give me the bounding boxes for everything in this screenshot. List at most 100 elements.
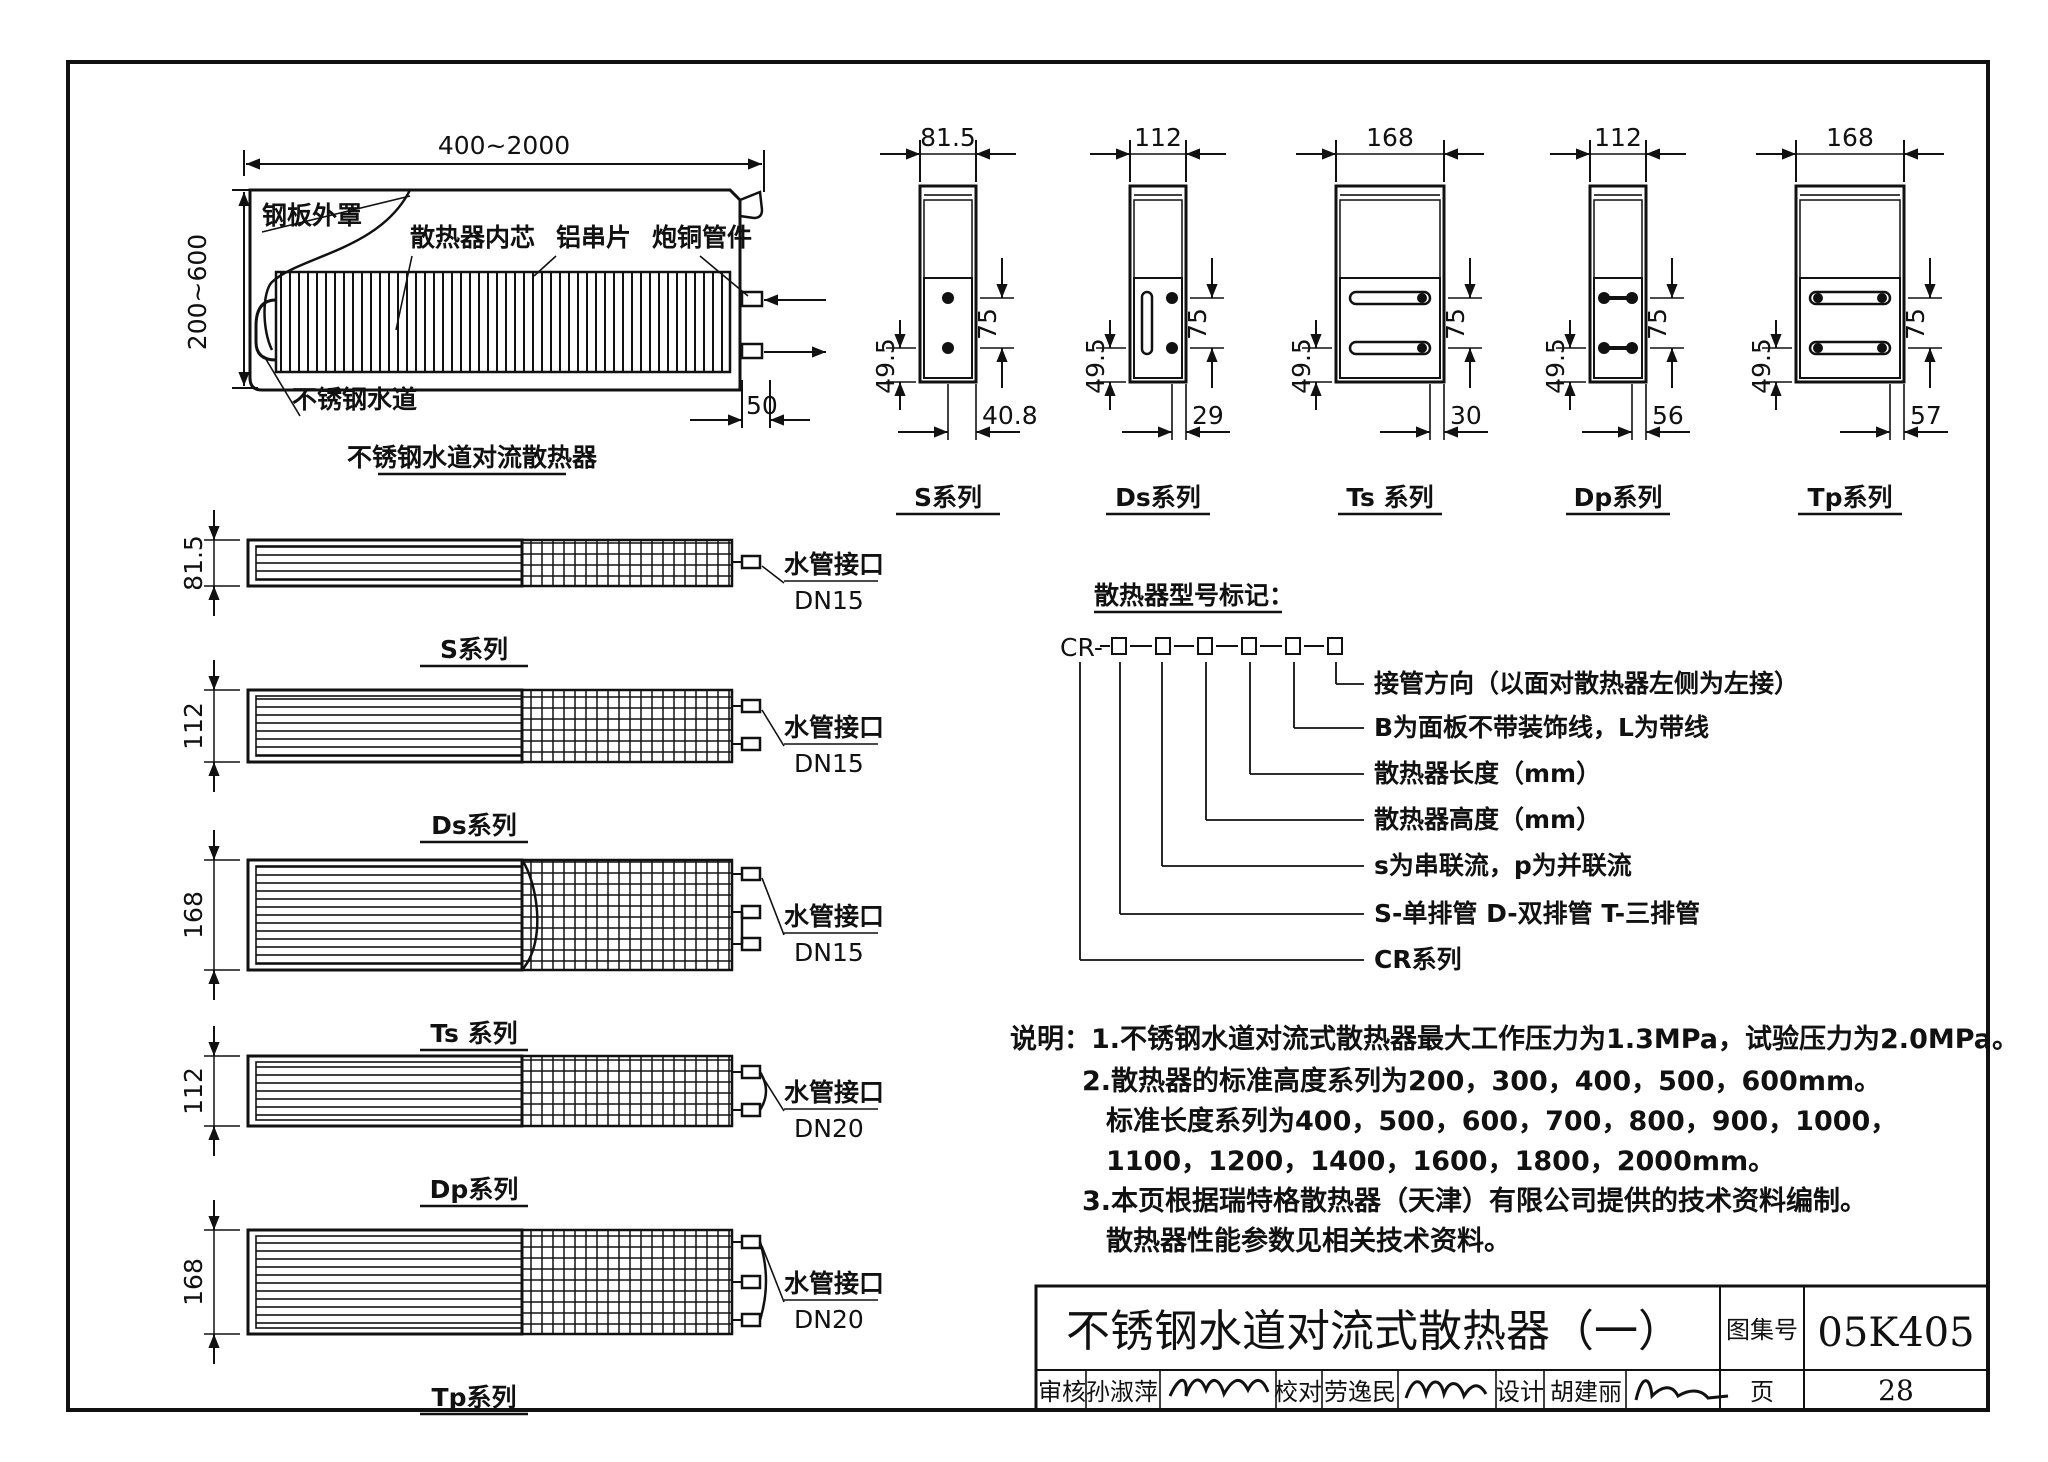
height-dimension: 200~600 <box>183 234 212 350</box>
notes-block: 说明：1.不锈钢水道对流式散热器最大工作压力为1.3MPa，试验压力为2.0MP… <box>1010 1023 2019 1257</box>
model-code-prefix: CR- <box>1060 633 1103 662</box>
page-number: 28 <box>1878 1374 1914 1407</box>
note-line-6: 散热器性能参数见相关技术资料。 <box>1106 1225 1511 1257</box>
section-left-dimension: 49.5 <box>1081 338 1110 394</box>
atlas-number: 05K405 <box>1817 1310 1974 1356</box>
section-left-dimension: 49.5 <box>1747 338 1776 394</box>
check-label: 校对 <box>1274 1378 1322 1406</box>
label-core: 散热器内芯 <box>410 223 535 252</box>
label-fins: 铝串片 <box>556 223 631 252</box>
code-box-5 <box>1285 637 1301 655</box>
section-right-dimension: 75 <box>1643 308 1672 340</box>
section-top-dimension: 112 <box>1594 123 1642 152</box>
code-box-4 <box>1241 637 1257 655</box>
width-dimension: 400~2000 <box>438 131 570 160</box>
plan-dimension: 168 <box>179 1258 208 1306</box>
sheet-border <box>66 60 1990 1412</box>
section-caption: Dp系列 <box>1574 483 1663 512</box>
note-line-1: 说明：1.不锈钢水道对流式散热器最大工作压力为1.3MPa，试验压力为2.0MP… <box>1010 1023 2019 1055</box>
section-top-dimension: 112 <box>1134 123 1182 152</box>
designer-signature <box>1634 1379 1729 1401</box>
drawing-title: 不锈钢水道对流式散热器（一） <box>1066 1306 1682 1357</box>
plan-port-size: DN15 <box>794 938 864 967</box>
section-bottom-dimension: 30 <box>1450 401 1482 430</box>
section-caption: Ts 系列 <box>1346 483 1433 512</box>
code-box-2 <box>1155 637 1171 655</box>
section-bottom-dimension: 40.8 <box>982 401 1038 430</box>
section-left-dimension: 49.5 <box>871 338 900 394</box>
legend-item-2: B为面板不带装饰线，L为带线 <box>1374 713 1709 742</box>
section-top-dimension: 81.5 <box>920 123 976 152</box>
plan-dimension: 112 <box>179 1067 208 1115</box>
section-right-dimension: 75 <box>1901 308 1930 340</box>
note-line-4: 1100，1200，1400，1600，1800，2000mm。 <box>1106 1146 1775 1177</box>
section-top-dimension: 168 <box>1366 123 1414 152</box>
model-title: 散热器型号标记： <box>1094 581 1294 610</box>
section-top-dimension: 168 <box>1826 123 1874 152</box>
plan-port-size: DN15 <box>794 749 864 778</box>
legend-item-6: S-单排管 D-双排管 T-三排管 <box>1374 899 1700 928</box>
plan-caption: Ds系列 <box>431 811 517 840</box>
code-box-3 <box>1197 637 1213 655</box>
plan-dimension: 168 <box>179 891 208 939</box>
plan-port-label: 水管接口 <box>784 902 884 931</box>
atlas-label: 图集号 <box>1726 1316 1798 1344</box>
legend-item-7: CR系列 <box>1374 945 1462 974</box>
plan-port-size: DN20 <box>794 1305 864 1334</box>
reviewer-name: 孙淑萍 <box>1086 1378 1158 1406</box>
plan-dimension: 81.5 <box>179 535 208 591</box>
legend-item-4: 散热器高度（mm） <box>1374 805 1601 834</box>
code-box-1 <box>1111 637 1127 655</box>
plan-caption: Dp系列 <box>430 1175 519 1204</box>
outlet-dimension: 50 <box>746 391 778 420</box>
main-elevation-caption: 不锈钢水道对流散热器 <box>347 443 598 472</box>
reviewer-signature <box>1168 1378 1270 1398</box>
label-fitting: 炮铜管件 <box>652 223 752 252</box>
plan-port-size: DN20 <box>794 1114 864 1143</box>
label-casing: 钢板外罩 <box>262 201 362 230</box>
plan-3: 168 水管接口 DN15 Ts 系列 <box>179 830 884 1052</box>
section-bottom-dimension: 57 <box>1910 401 1942 430</box>
plan-port-size: DN15 <box>794 586 864 615</box>
section-caption: S系列 <box>914 483 982 512</box>
plan-caption: S系列 <box>440 635 508 664</box>
code-box-6 <box>1327 637 1343 655</box>
section-bottom-dimension: 29 <box>1192 401 1224 430</box>
note-line-2: 2.散热器的标准高度系列为200，300，400，500，600mm。 <box>1082 1065 1881 1097</box>
legend-item-5: s为串联流，p为并联流 <box>1374 851 1632 880</box>
section-caption: Ds系列 <box>1115 483 1201 512</box>
plan-caption: Ts 系列 <box>430 1019 517 1048</box>
legend-item-1: 接管方向（以面对散热器左侧为左接） <box>1374 669 1799 698</box>
label-waterway: 不锈钢水道 <box>292 385 417 414</box>
design-label: 设计 <box>1496 1378 1544 1406</box>
plan-dimension: 112 <box>179 702 208 750</box>
note-line-5: 3.本页根据瑞特格散热器（天津）有限公司提供的技术资料编制。 <box>1082 1185 1867 1217</box>
model-code-block: 散热器型号标记： CR- 接管方向（以面对散热器左侧为左接） B为面板不带装饰线，… <box>1060 581 1799 974</box>
section-right-dimension: 75 <box>973 308 1002 340</box>
plan-port-label: 水管接口 <box>784 550 884 579</box>
page-label: 页 <box>1750 1378 1774 1406</box>
section-right-dimension: 75 <box>1183 308 1212 340</box>
title-block: 不锈钢水道对流式散热器（一） 图集号 05K405 审核 孙淑萍 校对 劳逸民 … <box>1034 1284 1990 1412</box>
plan-port-label: 水管接口 <box>784 713 884 742</box>
section-left-dimension: 49.5 <box>1541 338 1570 394</box>
checker-name: 劳逸民 <box>1324 1378 1396 1406</box>
section-right-dimension: 75 <box>1441 308 1470 340</box>
model-code-boxes <box>1100 637 1343 655</box>
note-line-3: 标准长度系列为400，500，600，700，800，900，1000， <box>1106 1105 1897 1137</box>
checker-signature <box>1404 1380 1488 1400</box>
designer-name: 胡建丽 <box>1550 1378 1622 1406</box>
main-elevation: 400~2000 200~600 50 钢板外罩 散热器内芯 铝串片 炮铜管 <box>183 131 826 476</box>
review-label: 审核 <box>1038 1378 1086 1406</box>
section-caption: Tp系列 <box>1808 483 1893 512</box>
